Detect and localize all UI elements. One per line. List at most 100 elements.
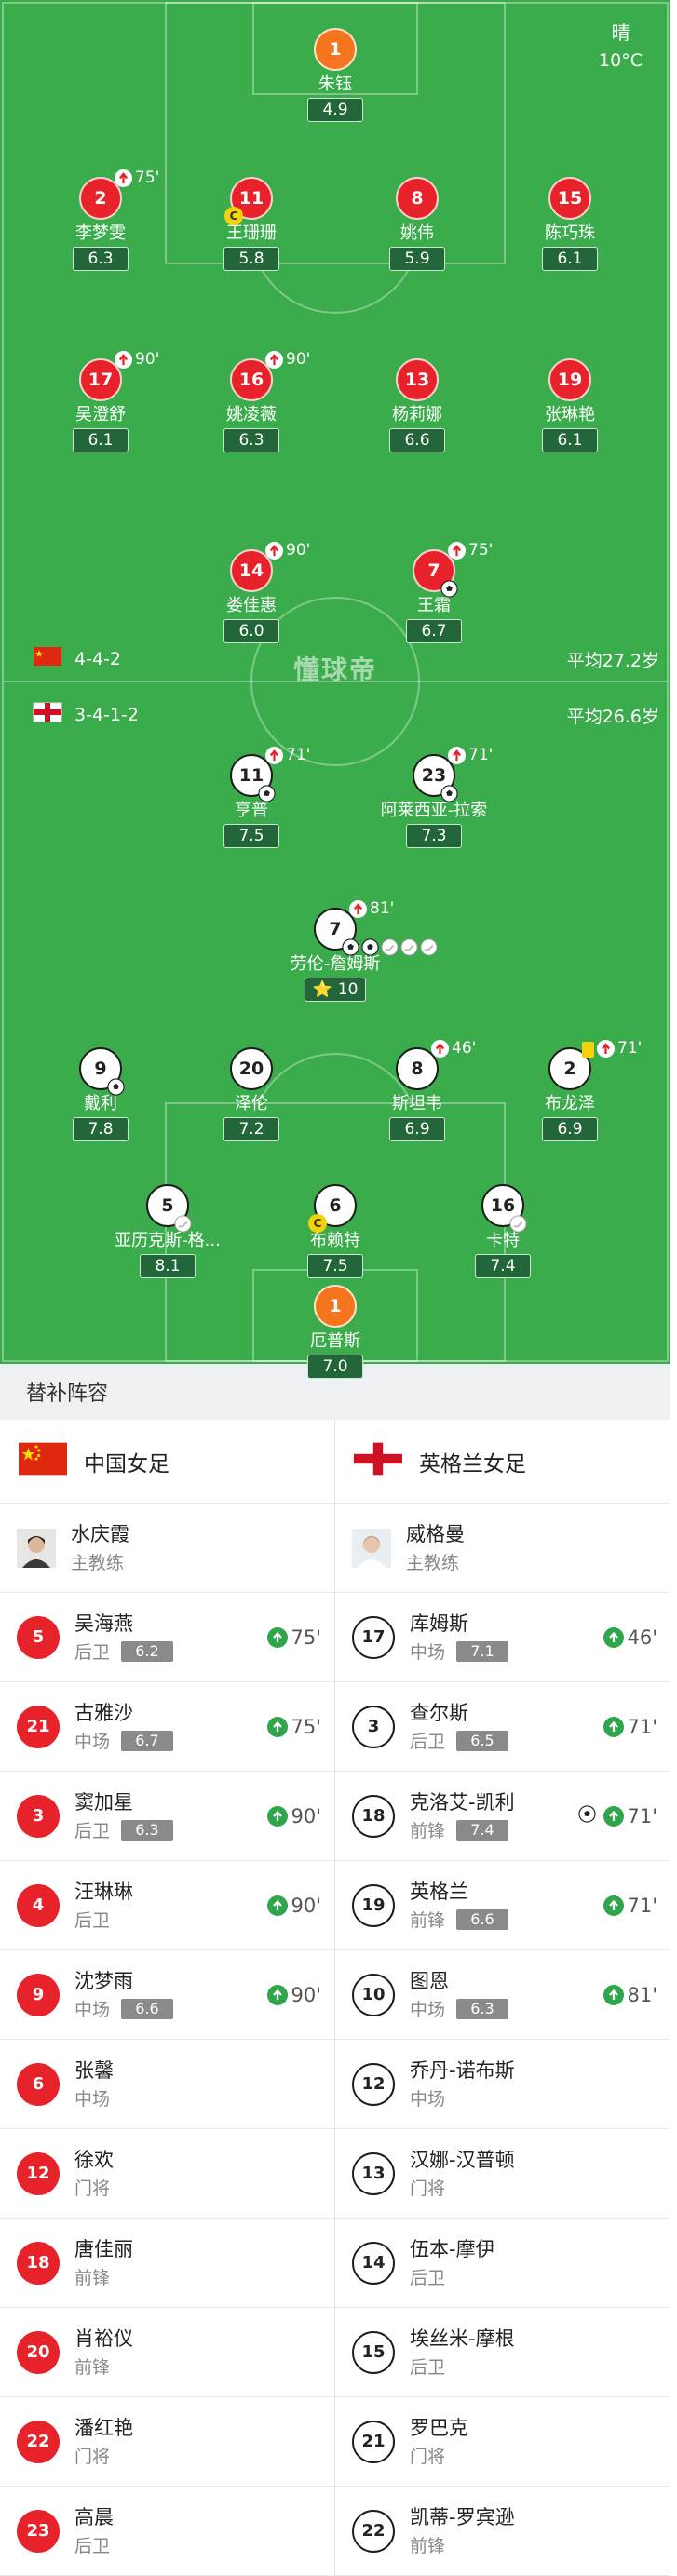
sub-player-name: 窦加星 <box>74 1791 133 1814</box>
player-name: 吴澄舒 <box>75 405 126 425</box>
jersey-number: 19 <box>548 358 591 401</box>
player-name: 王霜 <box>417 596 451 615</box>
china-flag-icon <box>34 647 61 670</box>
sub-player-name: 图恩 <box>410 1970 449 1992</box>
china-coach-row[interactable]: 水庆霞 主教练 <box>0 1504 334 1593</box>
rating-value: 7.3 <box>421 827 447 845</box>
china-team-name: 中国女足 <box>84 1451 169 1477</box>
jersey-number: 18 <box>352 1794 395 1838</box>
player-badge: 15 <box>548 177 591 220</box>
assist-icon <box>381 938 399 956</box>
england-coach-row[interactable]: 威格曼 主教练 <box>335 1504 670 1593</box>
rating-value: 7.0 <box>322 1357 348 1376</box>
events-row <box>342 938 440 956</box>
sub-player-rating: 6.3 <box>121 1819 174 1841</box>
sub-player-position: 中场 <box>410 2000 446 2020</box>
rating-value: 7.2 <box>238 1120 264 1139</box>
china-team-row[interactable]: 中国女足 <box>0 1420 334 1504</box>
sub-in-minute: 75' <box>291 1715 322 1738</box>
sub-player-meta: 门将 <box>74 2175 321 2200</box>
player-badge: 13 <box>396 358 439 401</box>
player-name: 朱钰 <box>318 74 352 94</box>
sub-in-icon <box>603 1895 624 1916</box>
sub-player-position: 后卫 <box>410 2357 446 2378</box>
sub-player-name: 潘红艳 <box>74 2417 133 2439</box>
sub-player-name: 吴海燕 <box>74 1612 133 1635</box>
events-row <box>440 580 460 598</box>
lineup-pitch: 懂球帝 晴 10°C 4-4-2 平均27.2岁 3-4-1-2 平均26.6岁… <box>0 0 670 1379</box>
player-name: 姚伟 <box>400 223 434 243</box>
sub-player-position: 中场 <box>74 1732 111 1752</box>
player-rating: 7.4 <box>475 1254 531 1278</box>
coach-avatar <box>352 1528 391 1568</box>
rating-value: 5.9 <box>404 250 430 268</box>
jersey-number: 5 <box>17 1615 60 1659</box>
sub-player-rating: 6.5 <box>456 1730 509 1751</box>
sub-player-meta: 前锋 <box>74 2353 321 2379</box>
sub-in-event: 75' <box>266 1715 322 1738</box>
player-badge: 20 <box>230 1047 273 1090</box>
england-flag-icon <box>33 702 62 726</box>
england-team-row[interactable]: 英格兰女足 <box>335 1420 670 1504</box>
events-row <box>509 1215 529 1233</box>
sub-out-event: 90' <box>265 350 310 369</box>
sub-out-icon <box>265 350 283 369</box>
sub-player-position: 前锋 <box>410 1910 446 1931</box>
sub-player-meta: 中场 <box>74 2085 321 2111</box>
